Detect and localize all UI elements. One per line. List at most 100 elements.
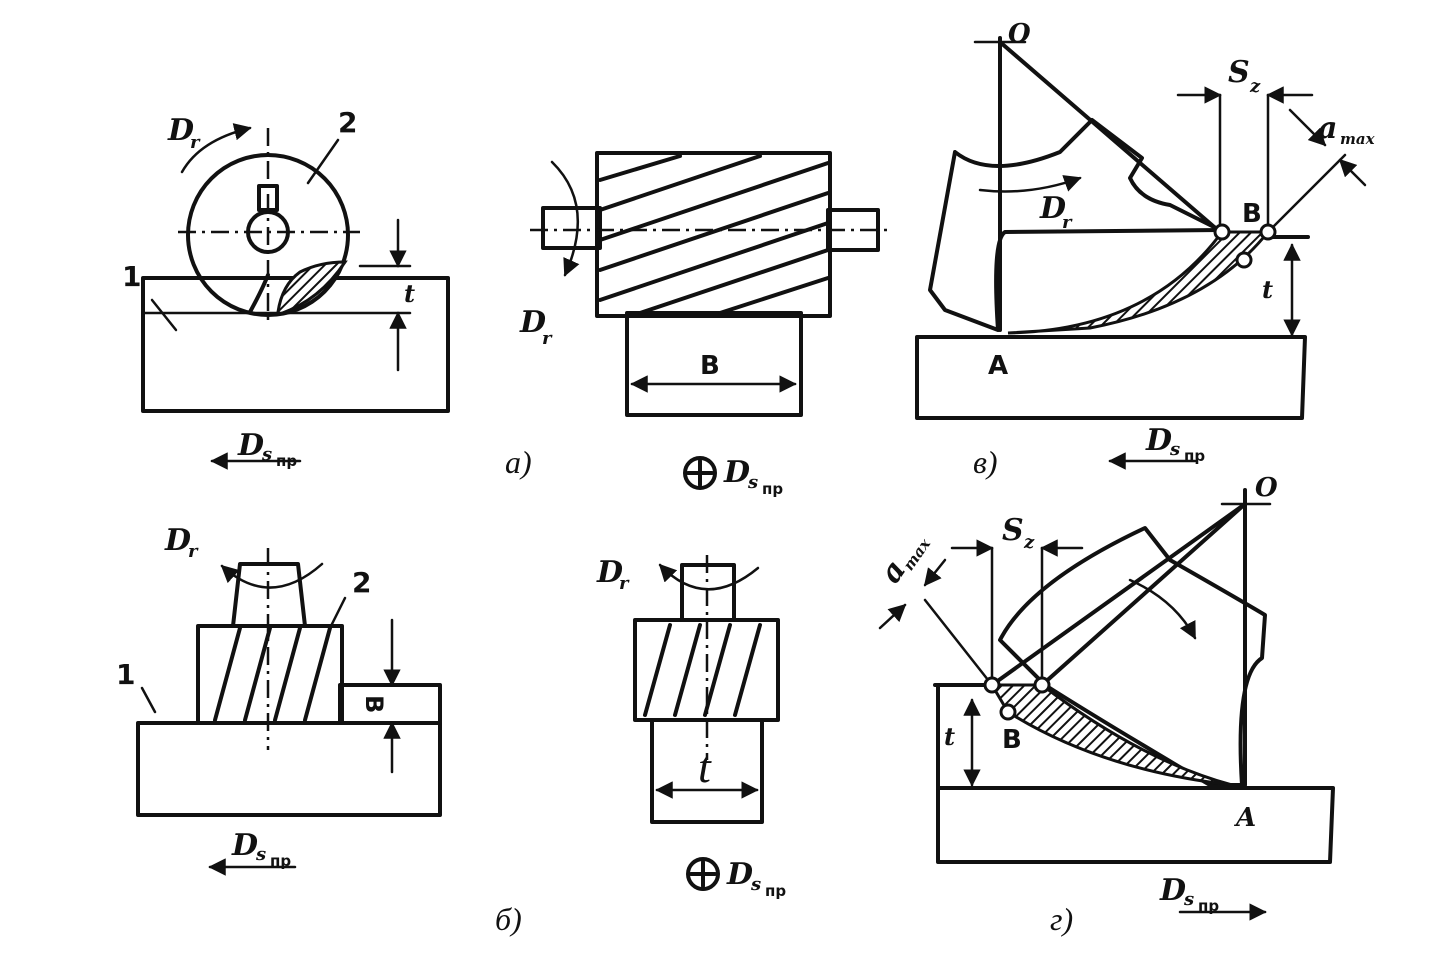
width-label: B: [700, 351, 720, 381]
rotation-subscript: r: [1062, 212, 1073, 233]
leader-2: [306, 138, 340, 185]
rotation-label: D: [167, 113, 194, 148]
workpiece: [625, 311, 803, 417]
center-label: O: [1008, 19, 1031, 49]
cutter-segment: [998, 526, 1267, 787]
amax-line: [1266, 153, 1347, 234]
rotation-subscript: r: [619, 573, 630, 594]
point-a-label: A: [1233, 803, 1256, 833]
caption-g: г): [1050, 901, 1073, 937]
point-b-label: B: [1002, 725, 1022, 755]
diagram-b-side-view: D r 1 2 B D s пр: [116, 523, 442, 876]
feed-subscript: s: [255, 844, 266, 865]
rotation-label: D: [164, 523, 191, 558]
rotation-arrow: [550, 160, 580, 277]
caption-b: б): [495, 901, 522, 937]
workpiece-step: [338, 683, 442, 725]
feed-subscript-2: пр: [762, 480, 783, 498]
feed-label: D: [1159, 873, 1186, 908]
rotation-arrow: [1128, 578, 1197, 640]
depth-label: t: [1262, 275, 1273, 304]
amax-subscript: max: [900, 534, 935, 573]
rotation-label: D: [519, 305, 546, 340]
caption-a: а): [505, 444, 532, 480]
sz-label: S: [1002, 513, 1024, 548]
sz-subscript: z: [1249, 76, 1261, 97]
leader-2: [328, 596, 347, 630]
feed-subscript: s: [1169, 439, 1180, 460]
cutter-body: [595, 151, 832, 318]
cutter-teeth: [213, 626, 332, 722]
arbor-left: [541, 206, 602, 250]
sz-label: S: [1228, 55, 1250, 90]
leader-1: [150, 298, 178, 332]
feed-label: D: [231, 828, 258, 863]
feed-subscript: s: [750, 874, 761, 895]
sz-subscript: z: [1023, 532, 1035, 553]
workpiece: [136, 721, 442, 817]
point-b-label: B: [1242, 199, 1262, 229]
radius-line-1: [990, 502, 1247, 687]
feed-into-page-symbol: [683, 456, 717, 490]
feed-subscript-2: пр: [270, 852, 291, 870]
amax-arrow-1: [1288, 108, 1327, 147]
rotation-arrow: [180, 123, 252, 174]
chip-section: [276, 260, 348, 316]
feed-into-page-symbol: [686, 857, 720, 891]
amax-line: [923, 598, 994, 687]
diagram-a-side-view: D r 1 2 t D s пр: [122, 106, 450, 470]
rotation-label: D: [1039, 191, 1066, 226]
cutter-number: 2: [338, 106, 357, 139]
rotation-arrow: [658, 563, 760, 591]
caption-v: в): [973, 444, 998, 480]
amax-label: a: [1318, 111, 1337, 146]
diagram-v: O S z a max D r B A t D s пр в): [915, 19, 1376, 480]
depth-label: t: [698, 741, 712, 792]
width-label: B: [360, 695, 388, 713]
center-label: O: [1255, 473, 1278, 503]
rotation-arrow: [978, 175, 1082, 193]
amax-arrow-2: [923, 558, 947, 587]
cut-path: [248, 273, 270, 314]
rotation-subscript: r: [542, 328, 553, 349]
feed-subscript-2: пр: [276, 452, 297, 470]
cutter-shank: [231, 562, 307, 628]
workpiece-number: 1: [116, 658, 135, 691]
radius-line-2: [1040, 502, 1247, 687]
rotation-label: D: [596, 555, 623, 590]
workpiece-number: 1: [122, 260, 141, 293]
feed-subscript: s: [747, 472, 758, 493]
cutter-teeth: [598, 154, 830, 315]
feed-label: D: [723, 455, 750, 490]
rotation-subscript: r: [190, 132, 201, 153]
cutter-teeth: [643, 623, 762, 717]
depth-label: t: [404, 279, 415, 308]
feed-subscript: s: [1183, 889, 1194, 910]
chip-section: [1007, 230, 1272, 335]
amax-arrow-2: [1338, 158, 1367, 187]
feed-label: D: [726, 857, 753, 892]
amax-subscript: max: [1340, 130, 1376, 148]
radius-line-1: [998, 40, 1222, 234]
point-a-label: A: [988, 351, 1008, 381]
diagram-a-front-view: B D r D s пр а): [505, 151, 890, 498]
cutter-number: 2: [352, 566, 371, 599]
rotation-arrow: [220, 562, 324, 589]
workpiece: [936, 786, 1335, 864]
feed-subscript-2: пр: [1198, 897, 1219, 915]
feed-label: D: [1145, 423, 1172, 458]
feed-label: D: [237, 428, 264, 463]
feed-subscript: s: [261, 444, 272, 465]
rotation-subscript: r: [188, 541, 199, 562]
diagram-b-front-view: D r t D s пр б): [495, 555, 786, 937]
leader-1: [140, 686, 157, 714]
amax-arrow-1: [878, 603, 907, 630]
chip-section: [989, 683, 1233, 787]
feed-subscript-2: пр: [1184, 447, 1205, 465]
cutter-segment: [928, 118, 1222, 332]
diagram-g: O S z a max B A t D s пр г): [873, 473, 1335, 937]
depth-label: t: [944, 722, 955, 751]
feed-subscript-2: пр: [765, 882, 786, 900]
